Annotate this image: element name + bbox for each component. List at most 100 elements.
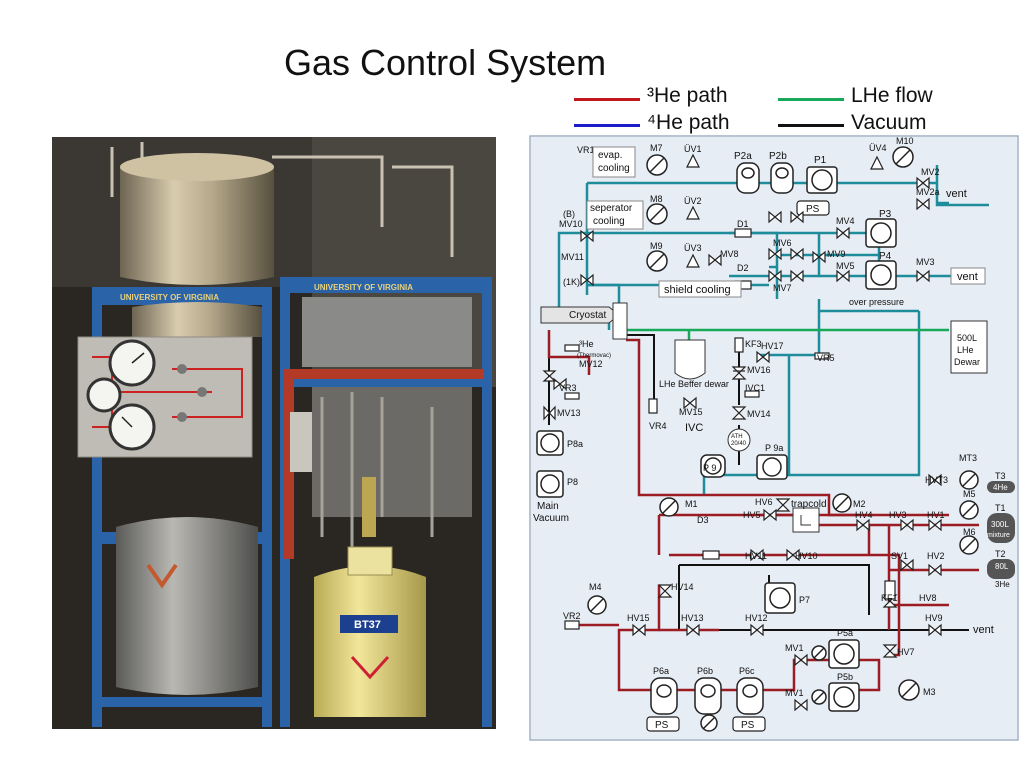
label-kf3: KF3 xyxy=(745,339,762,349)
label-t1b: 300L xyxy=(991,520,1009,529)
label-vr5: VR5 xyxy=(817,353,835,363)
label-dew2: LHe xyxy=(957,345,974,355)
label-hv1: HV1 xyxy=(927,510,945,520)
label-p8a: P8a xyxy=(567,439,583,449)
label-vr2: VR2 xyxy=(563,611,581,621)
upper-tank xyxy=(120,155,274,285)
label-hv13: HV13 xyxy=(681,613,704,623)
components xyxy=(536,146,1015,732)
label-dew1: 500L xyxy=(957,333,977,343)
label-hv9: HV9 xyxy=(925,613,943,623)
legend-he3-label: ³He path xyxy=(647,84,728,107)
label-vent2: vent xyxy=(957,271,978,283)
label-t2: T2 xyxy=(995,549,1006,559)
legend-he4-line xyxy=(574,124,640,127)
label-mv9: MV9 xyxy=(827,249,846,259)
label-mv8: MV8 xyxy=(720,249,739,259)
label-mv1a: MV1 xyxy=(785,643,804,653)
label-mv6: MV6 xyxy=(773,238,792,248)
label-ps2: PS xyxy=(655,720,669,731)
label-thermo: (Thermovac) xyxy=(577,353,611,359)
label-m2: M2 xyxy=(853,499,866,509)
label-ivc: IVC xyxy=(685,422,703,434)
lower-tank xyxy=(116,517,258,695)
label-evap: evap. xyxy=(598,150,622,161)
label-uv1: ÜV1 xyxy=(684,144,702,154)
gas-control-schematic: VR1 evap. cooling M7 ÜV1 P2a P2b P1 ÜV4 … xyxy=(529,135,1019,741)
legend-he4-label: ⁴He path xyxy=(647,111,730,134)
label-uv2: ÜV2 xyxy=(684,196,702,206)
label-hv4: HV4 xyxy=(855,510,873,520)
label-vr4: VR4 xyxy=(649,421,667,431)
label-m8: M8 xyxy=(650,194,663,204)
label-d1: D1 xyxy=(737,219,749,229)
label-mv11: MV11 xyxy=(561,252,584,262)
label-mv2: MV2 xyxy=(921,167,940,177)
label-main2: Vacuum xyxy=(533,513,569,524)
legend-vac-label: Vacuum xyxy=(851,111,927,134)
label-p6b: P6b xyxy=(697,666,713,676)
label-p9a: P 9a xyxy=(765,443,783,453)
label-he3t: ³He xyxy=(579,339,594,349)
label-main: Main xyxy=(537,501,559,512)
label-mv15: MV15 xyxy=(679,407,703,417)
label-uv3: ÜV3 xyxy=(684,243,702,253)
label-t3: T3 xyxy=(995,471,1006,481)
label-t2b: 80L xyxy=(995,562,1009,571)
label-mv7: MV7 xyxy=(773,283,792,293)
label-hv8: HV8 xyxy=(919,593,937,603)
label-lhed: LHe Beffer dewar xyxy=(659,379,729,389)
label-p2a: P2a xyxy=(734,151,752,162)
label-hv10: HV10 xyxy=(795,551,818,561)
label-hv5: HV5 xyxy=(743,510,761,520)
label-m1: M1 xyxy=(685,499,698,509)
label-mv13: MV13 xyxy=(557,408,581,418)
label-hv11: HV11 xyxy=(745,551,767,561)
label-p7: P7 xyxy=(799,595,810,605)
label-m3: M3 xyxy=(923,687,936,697)
label-ath: ATH xyxy=(731,434,743,440)
label-d2: D2 xyxy=(737,263,749,273)
label-p1: P1 xyxy=(814,155,827,166)
label-t1: T1 xyxy=(995,503,1006,513)
label-hv15: HV15 xyxy=(627,613,650,623)
label-sv1: SV1 xyxy=(891,551,908,561)
label-p5b: P5b xyxy=(837,672,853,682)
label-m4: M4 xyxy=(589,582,602,592)
label-m10: M10 xyxy=(896,136,914,146)
label-over: over pressure xyxy=(849,297,904,307)
label-t1c: mixture xyxy=(987,532,1010,539)
label-mv12: MV12 xyxy=(579,359,603,369)
label-ivc1: IVC1 xyxy=(745,383,765,393)
label-ps1: PS xyxy=(806,204,820,215)
legend-lhe-label: LHe flow xyxy=(851,84,933,107)
label-mv1b: MV1 xyxy=(785,688,804,698)
label-p2b: P2b xyxy=(769,151,787,162)
label-p9: P 9 xyxy=(703,463,716,473)
label-hv14: HV14 xyxy=(671,582,694,592)
label-mv4: MV4 xyxy=(836,216,855,226)
label-dew3: Dewar xyxy=(954,357,980,367)
label-vr3: VR3 xyxy=(559,383,577,393)
label-hv17-visible: HV17 xyxy=(761,341,784,351)
label-mv14: MV14 xyxy=(747,409,771,419)
label-vent3: vent xyxy=(973,624,994,636)
label-hv7: HV7 xyxy=(897,647,915,657)
label-k1: (1K) xyxy=(563,277,580,287)
label-hv6: HV6 xyxy=(755,497,773,507)
schematic-labels: VR1 evap. cooling M7 ÜV1 P2a P2b P1 ÜV4 … xyxy=(533,136,1010,731)
label-p5a: P5a xyxy=(837,628,853,638)
legend-he3-line xyxy=(574,98,640,101)
label-hvt3: HVT3 xyxy=(925,475,948,485)
label-p8: P8 xyxy=(567,477,578,487)
label-d3: D3 xyxy=(697,515,709,525)
label-b: (B) xyxy=(563,209,575,219)
label-t3b: 4He xyxy=(993,483,1008,492)
label-uv4: ÜV4 xyxy=(869,143,887,153)
label-m6: M6 xyxy=(963,527,976,537)
pressure-gauge-left-icon xyxy=(86,377,122,413)
label-evap2: cooling xyxy=(598,163,630,174)
slide-title: Gas Control System xyxy=(284,42,607,83)
label-m5: M5 xyxy=(963,489,976,499)
label-t2c: 3He xyxy=(995,580,1010,589)
